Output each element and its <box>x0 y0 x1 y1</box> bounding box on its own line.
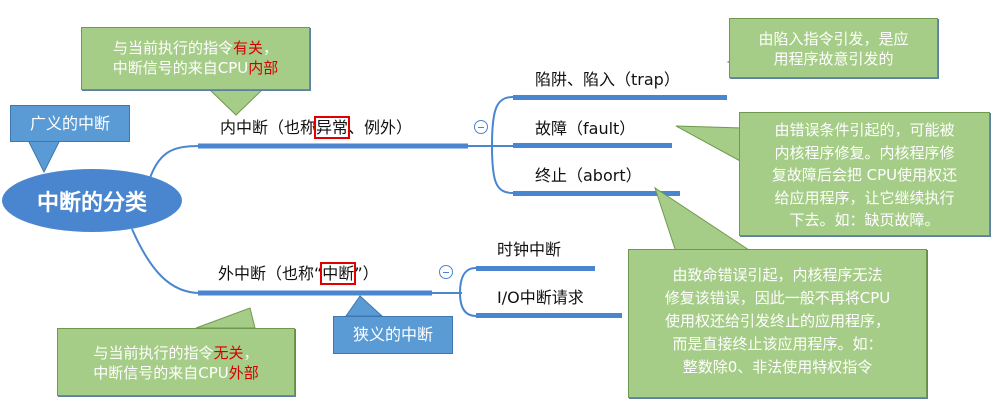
internal-interrupt-node[interactable]: 内中断（也称异常、例外） <box>220 116 413 139</box>
external-note-callout: 与当前执行的指令无关， 中断信号的来自CPU外部 <box>57 328 295 396</box>
io-bar <box>476 313 622 318</box>
abort-note-callout: 由致命错误引起，内核程序无法 修复该错误，因此一般不再将CPU 使用权还给引发终… <box>628 249 927 398</box>
connector-root-external <box>131 228 201 294</box>
connector-root-internal <box>149 145 201 179</box>
narrow-pointer <box>345 295 384 317</box>
connector-external-children <box>458 267 477 317</box>
external-branch-bar <box>198 290 432 296</box>
external-note-line1: 与当前执行的指令无关， <box>93 344 259 362</box>
internal-note-line2: 中断信号的来自CPU内部 <box>112 59 279 77</box>
internal-note-callout: 与当前执行的指令有关， 中断信号的来自CPU内部 <box>81 27 310 90</box>
highlight-interrupt: 中断 <box>320 262 357 285</box>
internal-note-line1: 与当前执行的指令有关， <box>112 39 279 57</box>
fault-note-callout: 由错误条件引起的，可能被 内核程序修复。内核程序修 复故障后会把 CPU使用权还… <box>739 112 990 236</box>
trap-bar <box>513 95 727 100</box>
highlight-exception: 异常 <box>314 116 351 139</box>
external-note-line2: 中断信号的来自CPU外部 <box>93 364 259 382</box>
abort-bar <box>513 191 680 196</box>
external-note-pointer <box>195 307 256 329</box>
trap-note-callout: 由陷入指令引发，是应 用程序故意引发的 <box>729 18 938 78</box>
abort-note-pointer <box>654 186 754 253</box>
external-interrupt-node[interactable]: 外中断（也称“中断”） <box>218 262 379 285</box>
root-label: 中断的分类 <box>36 190 147 216</box>
narrow-interrupt-callout: 狭义的中断 <box>333 316 453 354</box>
root-node[interactable]: 中断的分类 <box>2 169 182 232</box>
clock-interrupt-node[interactable]: 时钟中断 <box>497 240 562 259</box>
collapse-external-icon[interactable] <box>439 265 453 279</box>
fault-node[interactable]: 故障（fault） <box>535 119 636 138</box>
broad-interrupt-callout: 广义的中断 <box>10 105 130 142</box>
broad-pointer <box>27 139 61 174</box>
abort-node[interactable]: 终止（abort） <box>535 166 642 185</box>
trap-node[interactable]: 陷阱、陷入（trap） <box>535 70 680 89</box>
collapse-internal-icon[interactable] <box>474 120 488 134</box>
internal-branch-bar <box>198 143 468 149</box>
fault-bar <box>513 143 672 148</box>
fault-note-pointer <box>675 125 743 163</box>
internal-note-pointer <box>208 89 264 116</box>
io-interrupt-node[interactable]: I/O中断请求 <box>497 288 584 307</box>
clock-bar <box>476 266 595 271</box>
